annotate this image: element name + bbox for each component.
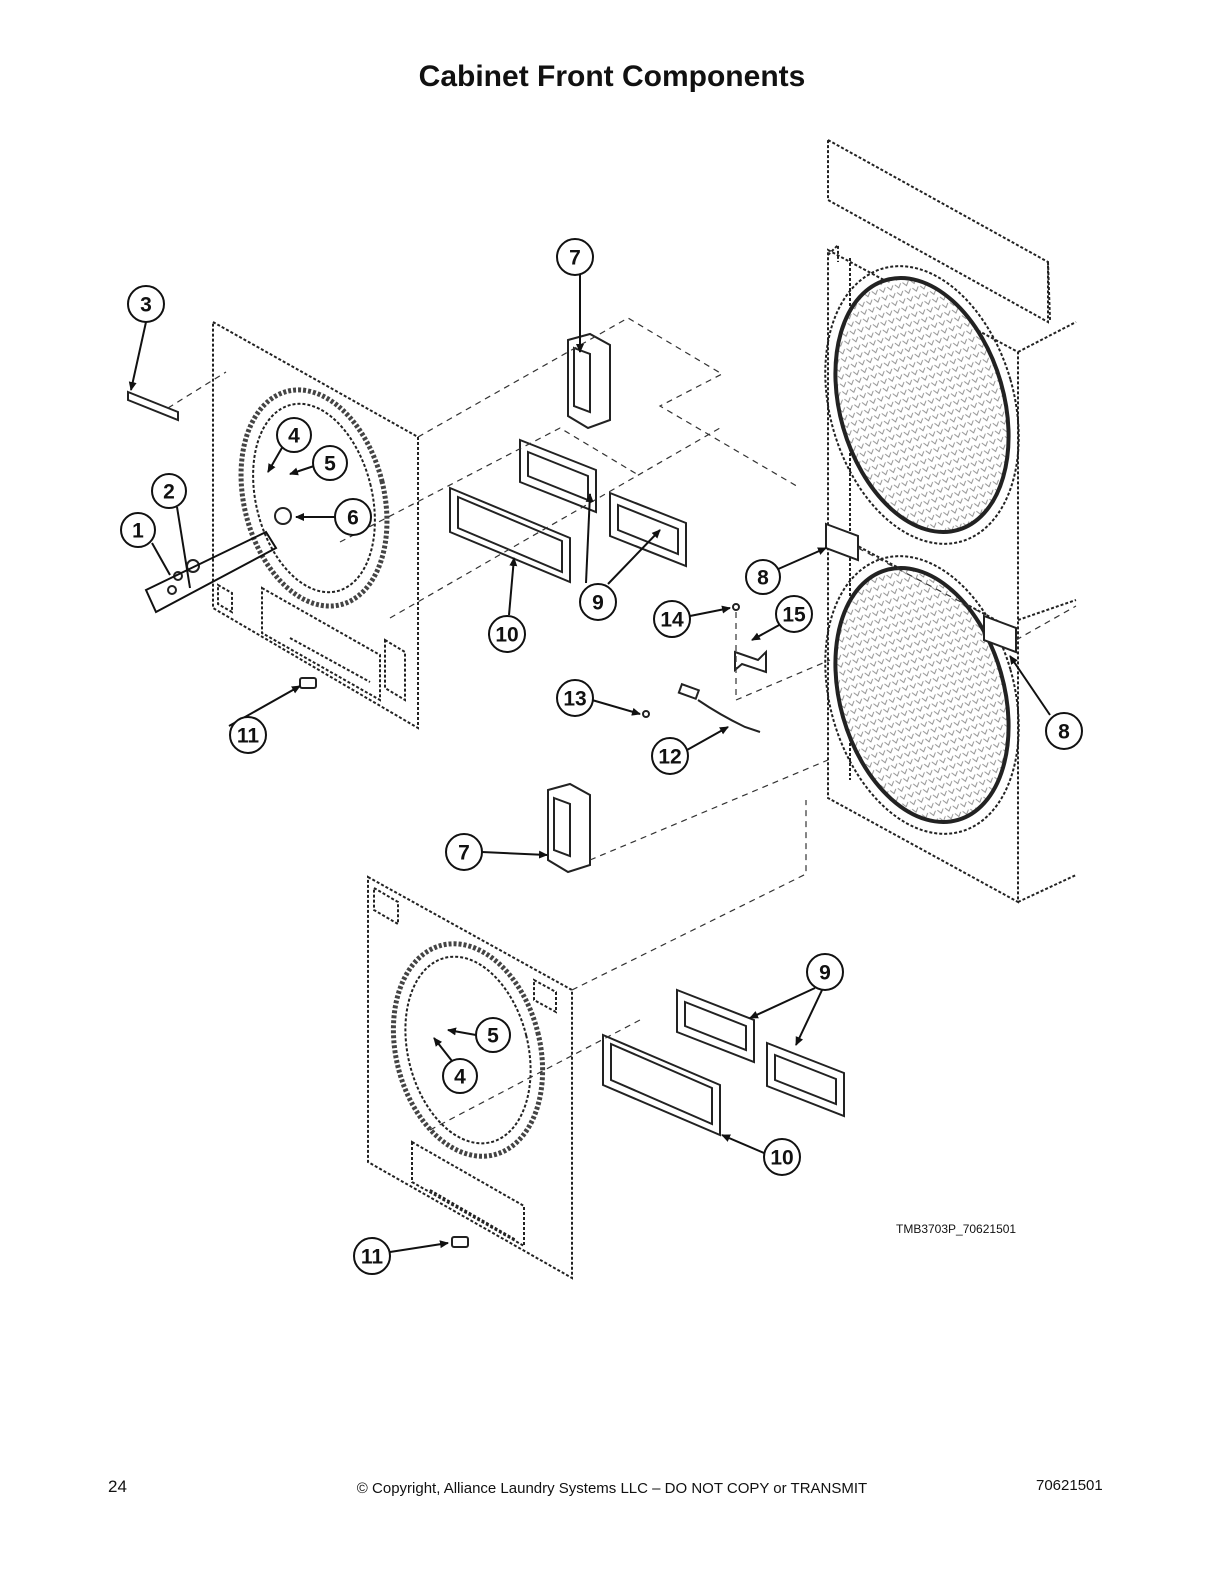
callout-8-upper (745, 559, 781, 595)
copyright-notice: © Copyright, Alliance Laundry Systems LL… (356, 1480, 868, 1497)
callout-7-lower (445, 833, 483, 871)
part-9-lower-right (766, 1041, 845, 1118)
part-9-upper-right (609, 491, 687, 568)
lower-front-panel (367, 875, 573, 1280)
page-number: 24 (108, 1477, 127, 1496)
part-8-lower-bezel (983, 614, 1017, 654)
callout-3 (127, 285, 165, 323)
callout-label: 9 (819, 962, 831, 985)
callout-4-upper (276, 417, 312, 453)
part-9-lower-left (676, 988, 755, 1064)
callout-label: 10 (495, 624, 518, 647)
callout-label: 6 (347, 507, 359, 530)
callout-7-upper (556, 238, 594, 276)
callout-label: 14 (660, 609, 684, 632)
lower-drum (824, 555, 1020, 835)
callout-label: 11 (361, 1246, 384, 1269)
callout-12 (651, 737, 689, 775)
callout-label: 13 (563, 688, 586, 711)
callout-label: 5 (324, 453, 336, 476)
callout-11-lower (353, 1237, 391, 1275)
callout-6 (334, 498, 372, 536)
callout-label: 9 (592, 592, 604, 615)
callout-label: 8 (757, 567, 769, 590)
part-11-lower-latch (451, 1236, 469, 1248)
callout-13 (556, 679, 594, 717)
callout-label: 8 (1058, 721, 1070, 744)
part-12-switch (677, 682, 701, 701)
part-15-switch-bracket (734, 649, 767, 674)
callout-label: 5 (487, 1025, 499, 1048)
part-9-upper-left (519, 438, 597, 514)
document-number: 70621501 (1036, 1477, 1103, 1494)
callout-label: 2 (163, 481, 175, 504)
callout-label: 4 (288, 425, 300, 448)
callout-9-upper (579, 583, 617, 621)
callout-4-lower (442, 1058, 478, 1094)
page-title: Cabinet Front Components (418, 60, 806, 93)
callout-1 (120, 512, 156, 548)
figure-code: TMB3703P_70621501 (896, 1222, 1017, 1236)
callout-2 (151, 473, 187, 509)
callout-label: 10 (770, 1147, 793, 1170)
callout-label: 4 (454, 1066, 466, 1089)
part-10-upper-gasket (449, 486, 571, 584)
callout-label: 7 (458, 842, 470, 865)
callout-label: 12 (658, 746, 681, 769)
callout-label: 15 (782, 604, 806, 627)
upper-drum (824, 265, 1020, 545)
callout-14 (653, 600, 691, 638)
part-11-upper-latch (299, 677, 317, 689)
callout-8-lower (1045, 712, 1083, 750)
callout-5-upper (312, 445, 348, 481)
callout-15 (775, 595, 813, 633)
callout-5-lower (475, 1017, 511, 1053)
callout-label: 7 (569, 247, 581, 270)
part-10-lower-gasket (602, 1033, 721, 1137)
part-13-screw (642, 710, 650, 718)
callout-label: 1 (132, 520, 144, 543)
part-3-label-plate (127, 390, 179, 422)
callout-label: 11 (237, 725, 260, 748)
callout-11-upper (229, 716, 267, 754)
callout-9-lower (806, 953, 844, 991)
callout-10-upper (488, 615, 526, 653)
part-8-upper-bezel (825, 522, 859, 562)
part-14-screw (732, 603, 740, 611)
upper-front-panel (212, 320, 419, 730)
callout-label: 3 (140, 294, 152, 317)
callout-10-lower (763, 1138, 801, 1176)
